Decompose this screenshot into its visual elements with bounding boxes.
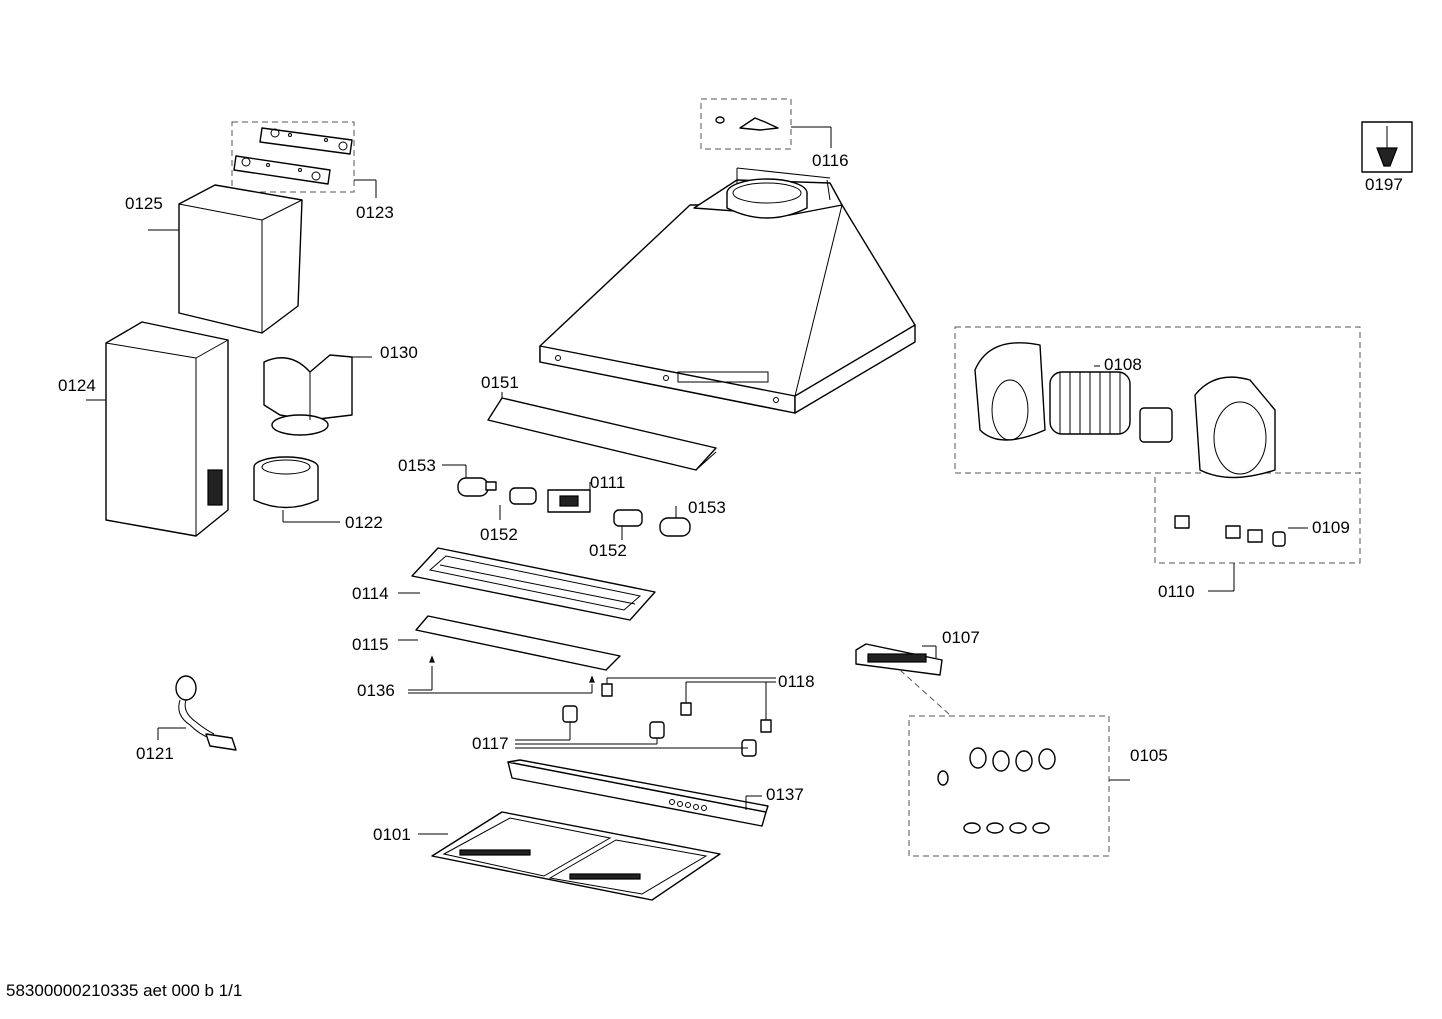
label-0152-left: 0152 — [480, 525, 518, 544]
label-0124: 0124 — [58, 376, 96, 395]
part-0125-upper-chimney — [148, 184, 303, 334]
label-0137: 0137 — [766, 785, 804, 804]
label-0110: 0110 — [1158, 582, 1195, 601]
part-lamp-fittings — [442, 464, 691, 540]
label-0108: 0108 — [1104, 355, 1142, 374]
part-0122-duct-adapter — [253, 456, 340, 523]
label-0109: 0109 — [1312, 518, 1350, 537]
label-0197: 0197 — [1365, 175, 1403, 194]
label-0153-left: 0153 — [398, 456, 436, 475]
part-0107-control-module — [855, 643, 951, 716]
part-0130-deflector — [263, 354, 372, 436]
label-0114: 0114 — [352, 584, 389, 603]
label-0136: 0136 — [357, 681, 395, 700]
label-0123: 0123 — [356, 203, 394, 222]
label-0117: 0117 — [472, 734, 509, 753]
part-0137-fascia — [507, 759, 769, 827]
part-0123-brackets — [231, 121, 377, 198]
label-0105: 0105 — [1130, 746, 1168, 765]
part-0110-motor-group — [954, 326, 1361, 592]
part-0117-clips — [515, 705, 757, 757]
part-0115-panel — [398, 615, 621, 671]
label-0151: 0151 — [481, 373, 519, 392]
part-0121-power-cord — [157, 675, 237, 751]
label-0118: 0118 — [778, 672, 815, 691]
part-0124-lower-chimney — [86, 321, 229, 537]
part-0151-strip — [487, 392, 717, 471]
part-0118-clips — [601, 677, 776, 733]
label-0116: 0116 — [812, 151, 849, 170]
label-0153-right: 0153 — [688, 498, 726, 517]
part-0114-tray — [398, 547, 656, 621]
label-0125: 0125 — [125, 194, 163, 213]
part-0101-filters — [418, 811, 721, 901]
label-0130: 0130 — [380, 343, 418, 362]
label-0122: 0122 — [345, 513, 383, 532]
label-0107: 0107 — [942, 628, 980, 647]
drawing-code: 58300000210335 aet 000 b 1/1 — [6, 981, 243, 1000]
hood-canopy — [539, 167, 916, 414]
part-0116-group — [700, 98, 832, 150]
label-0121: 0121 — [136, 744, 174, 763]
label-0115: 0115 — [352, 635, 389, 654]
part-0197-tool — [1361, 121, 1413, 173]
part-0136-screws — [408, 655, 595, 694]
label-0152-right: 0152 — [589, 541, 627, 560]
label-0111: 0111 — [590, 473, 625, 492]
part-0105-knobs-group — [908, 715, 1130, 857]
label-0101: 0101 — [373, 825, 411, 844]
